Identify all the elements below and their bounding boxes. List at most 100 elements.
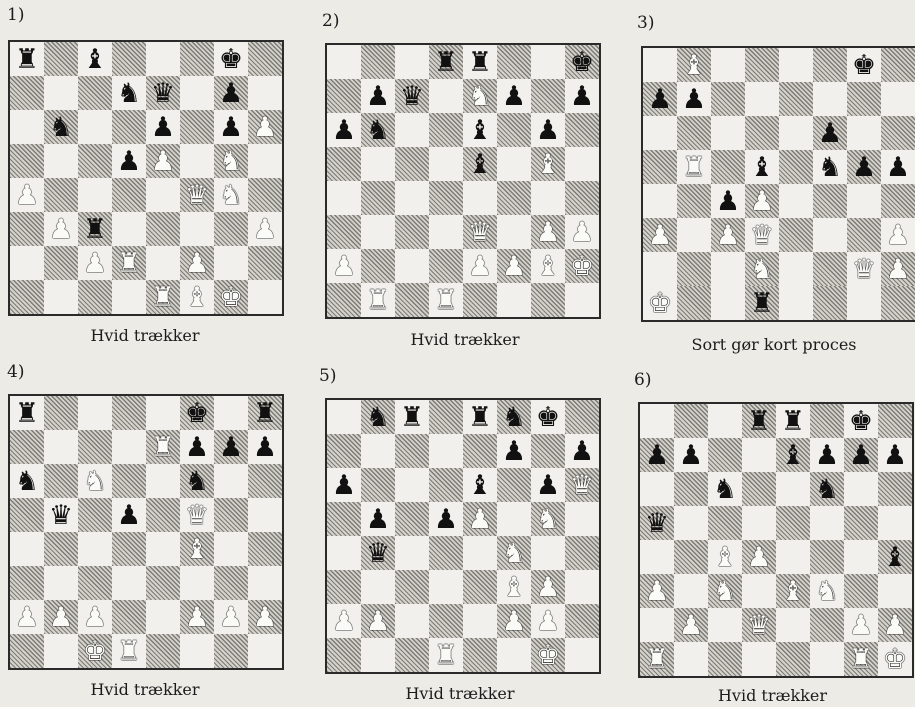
board-square [395, 113, 429, 147]
board-square: ♚ [847, 48, 881, 82]
white-knight-icon: ♞ [468, 83, 492, 110]
board-square [361, 434, 395, 468]
white-rook-icon: ♜ [151, 434, 175, 461]
board-square: ♟ [180, 430, 214, 464]
board-square [10, 430, 44, 464]
black-pawn-icon: ♟ [570, 438, 594, 465]
board-square: ♟ [531, 570, 565, 604]
board-square: ♚ [878, 642, 912, 676]
board-square [779, 184, 813, 218]
black-knight-icon: ♞ [49, 114, 73, 141]
board-square [44, 566, 78, 600]
white-pawn-icon: ♟ [151, 148, 175, 175]
board-square [112, 212, 146, 246]
board-square: ♟ [497, 604, 531, 638]
board-square [881, 48, 915, 82]
board-square [429, 113, 463, 147]
diagram-number: 5) [319, 368, 336, 385]
board-square [776, 642, 810, 676]
diagram-number: 4) [7, 364, 24, 381]
black-pawn-icon: ♟ [332, 117, 356, 144]
board-square [779, 286, 813, 320]
board-square: ♟ [214, 430, 248, 464]
white-bishop-icon: ♝ [682, 52, 706, 79]
board-square: ♞ [78, 464, 112, 498]
board-square: ♟ [146, 110, 180, 144]
black-bishop-icon: ♝ [883, 544, 907, 571]
board-square [674, 404, 708, 438]
board-square [565, 570, 599, 604]
black-rook-icon: ♜ [747, 408, 771, 435]
board-square [776, 472, 810, 506]
board-square [531, 181, 565, 215]
black-bishop-icon: ♝ [468, 151, 492, 178]
white-rook-icon: ♜ [151, 284, 175, 311]
board-square [844, 540, 878, 574]
board-square: ♞ [810, 574, 844, 608]
black-pawn-icon: ♟ [818, 120, 842, 147]
board-square: ♝ [745, 150, 779, 184]
board-square: ♞ [813, 150, 847, 184]
board-square [395, 181, 429, 215]
board-square [531, 79, 565, 113]
black-pawn-icon: ♟ [117, 148, 141, 175]
board-square: ♟ [677, 82, 711, 116]
board-square [779, 48, 813, 82]
board-square [711, 252, 745, 286]
board-square [146, 212, 180, 246]
board-square [742, 438, 776, 472]
board-square [180, 566, 214, 600]
white-knight-icon: ♞ [219, 148, 243, 175]
white-king-icon: ♚ [570, 253, 594, 280]
board-square [463, 536, 497, 570]
board-square [327, 502, 361, 536]
black-pawn-icon: ♟ [117, 502, 141, 529]
board-square [180, 76, 214, 110]
board-square [745, 116, 779, 150]
board-square [214, 212, 248, 246]
board-square [810, 608, 844, 642]
board-square [531, 283, 565, 317]
black-knight-icon: ♞ [366, 404, 390, 431]
board-square: ♟ [497, 79, 531, 113]
diagram-caption: Sort gør kort proces [634, 335, 914, 354]
board-square: ♞ [361, 113, 395, 147]
board-square: ♞ [708, 574, 742, 608]
board-square [78, 566, 112, 600]
white-pawn-icon: ♟ [502, 253, 526, 280]
white-pawn-icon: ♟ [15, 604, 39, 631]
board-square [248, 634, 282, 668]
board-square [779, 218, 813, 252]
board-square: ♟ [463, 249, 497, 283]
board-square: ♟ [844, 438, 878, 472]
board-square [497, 502, 531, 536]
board-square [429, 468, 463, 502]
board-square [779, 116, 813, 150]
board-square [146, 600, 180, 634]
board-square: ♟ [497, 434, 531, 468]
board-square [112, 110, 146, 144]
white-bishop-icon: ♝ [185, 536, 209, 563]
chessboard: ♞♜♜♞♚♟♟♟♝♟♛♟♟♟♞♛♞♝♟♟♟♟♟♜♚ [325, 398, 601, 674]
board-square [711, 82, 745, 116]
board-square: ♟ [214, 600, 248, 634]
diagram-number: 3) [637, 15, 654, 32]
white-rook-icon: ♜ [117, 250, 141, 277]
board-square [677, 218, 711, 252]
diagram-caption: Hvid trækker [630, 686, 915, 705]
board-square [497, 147, 531, 181]
board-square [78, 498, 112, 532]
board-square: ♟ [361, 604, 395, 638]
board-square [531, 45, 565, 79]
board-square [463, 638, 497, 672]
black-pawn-icon: ♟ [502, 438, 526, 465]
chessboard: ♜♜♚♟♟♝♟♟♟♞♞♛♝♟♝♟♞♝♞♟♛♟♟♜♜♚ [638, 402, 914, 678]
white-knight-icon: ♞ [713, 578, 737, 605]
board-square [497, 45, 531, 79]
board-square: ♟ [10, 178, 44, 212]
board-square [497, 468, 531, 502]
black-rook-icon: ♜ [15, 46, 39, 73]
white-pawn-icon: ♟ [747, 544, 771, 571]
board-square: ♟ [881, 150, 915, 184]
board-square [44, 280, 78, 314]
